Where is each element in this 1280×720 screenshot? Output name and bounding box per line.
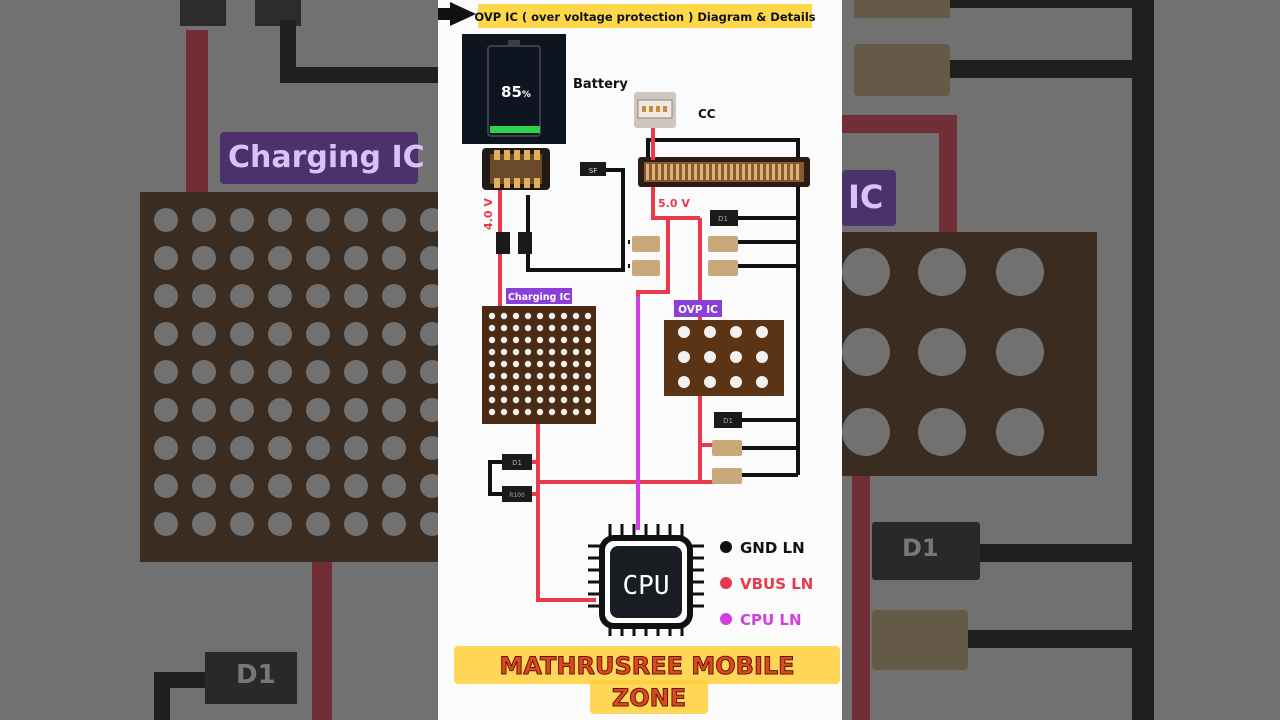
cpu-label: CPU (623, 571, 670, 601)
capacitor-component (632, 260, 660, 276)
charging-ic-label: Charging IC (508, 292, 570, 303)
header-banner (478, 4, 812, 28)
legend-dot-vbus (720, 577, 732, 589)
background-right-dim (842, 0, 1280, 720)
background-left-dim (0, 0, 438, 720)
diode-label: D1 (512, 459, 522, 467)
resistor-label: R100 (509, 492, 525, 499)
capacitor-component (712, 440, 742, 456)
diagram-panel: OVP IC ( over voltage protection ) Diagr… (438, 0, 842, 720)
battery-connector-icon (482, 148, 550, 190)
resistor-r100-component: R100 (502, 486, 532, 502)
arrow-right-icon (438, 2, 476, 26)
usb-c-connector-icon (634, 92, 676, 128)
battery-percent: 85% (501, 83, 531, 101)
fuse-component: SF (580, 162, 606, 176)
ovp-ic-tag (674, 300, 722, 317)
background-right: IC D1 (842, 0, 1280, 720)
vbus-voltage-label: 5.0 V (658, 197, 690, 210)
battery-voltage-label: 4.0 V (482, 198, 495, 230)
legend: GND LN VBUS LN CPU LN (720, 539, 813, 629)
watermark-line-1: MATHRUSREE MOBILE (499, 652, 794, 680)
diode-label: D1 (723, 417, 733, 425)
capacitor-component (632, 236, 660, 252)
ovp-diagram: OVP IC ( over voltage protection ) Diagr… (438, 2, 840, 714)
ovp-ic-chip (664, 320, 784, 396)
connector-label: CC (698, 107, 716, 121)
capacitor-component (708, 260, 738, 276)
legend-label-vbus: VBUS LN (740, 575, 813, 593)
legend-label-gnd: GND LN (740, 539, 805, 557)
charging-ic-chip (482, 306, 596, 424)
header-title: OVP IC ( over voltage protection ) Diagr… (474, 10, 815, 24)
background-right-diode-label: D1 (902, 534, 939, 562)
diode-component: D1 (714, 412, 742, 428)
battery-label: Battery (573, 77, 628, 92)
resistor-component (496, 232, 510, 254)
background-left-diode-label: D1 (236, 660, 276, 690)
battery-icon (462, 34, 566, 144)
diode-component: D1 (710, 210, 738, 226)
background-right-label: IC (848, 178, 884, 216)
watermark: MATHRUSREE MOBILE ZONE (454, 646, 840, 714)
resistor-component (518, 232, 532, 254)
background-left-label: Charging IC (228, 140, 425, 175)
fuse-label: SF (589, 167, 597, 175)
background-left: Charging IC D1 (0, 0, 438, 720)
diode-label: D1 (718, 215, 728, 223)
legend-label-cpu: CPU LN (740, 611, 802, 629)
flex-connector-icon (638, 157, 810, 187)
ovp-ic-label: OVP IC (678, 304, 718, 316)
legend-dot-cpu (720, 613, 732, 625)
charging-ic-tag (506, 288, 572, 304)
watermark-line-2: ZONE (612, 684, 686, 712)
legend-dot-gnd (720, 541, 732, 553)
capacitor-component (708, 236, 738, 252)
capacitor-component (712, 468, 742, 484)
cpu-icon (588, 524, 704, 636)
diode-component: D1 (502, 454, 532, 470)
